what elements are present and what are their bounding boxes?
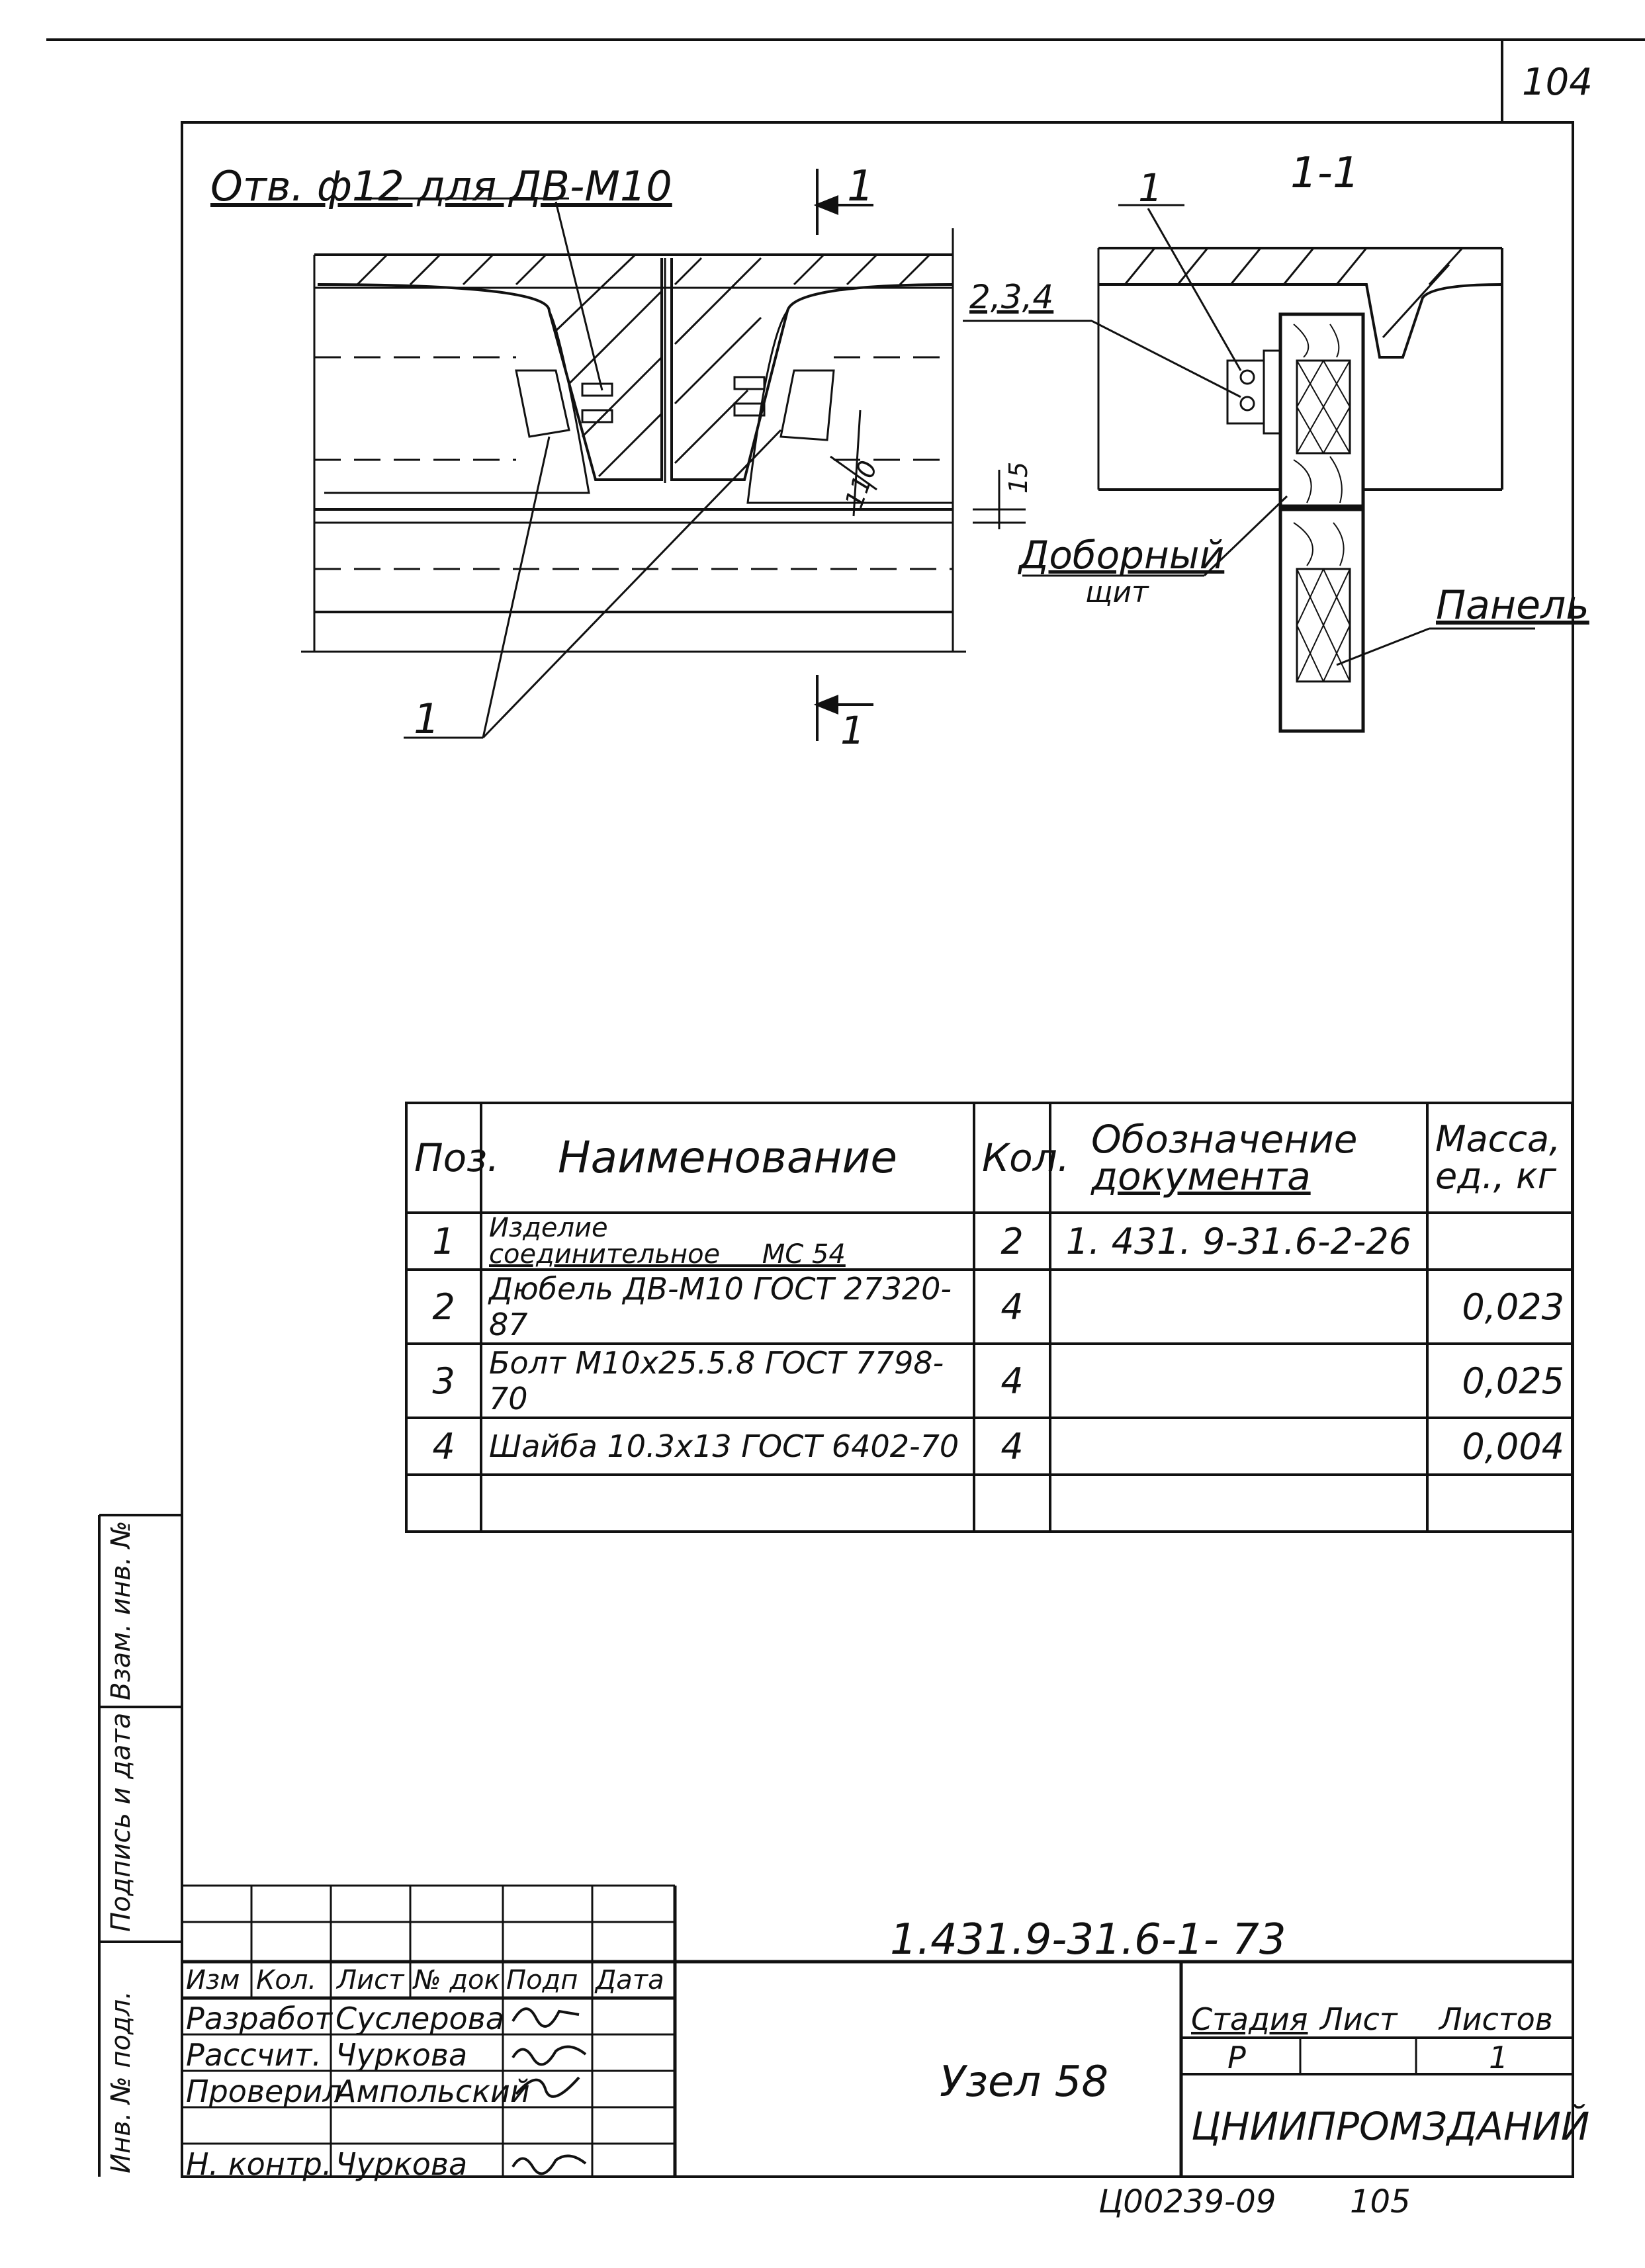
row-name: Шайба 10.3х13 ГОСТ 6402-70 bbox=[480, 1417, 975, 1476]
row-pos: 3 bbox=[405, 1342, 482, 1419]
table-row: 3 Болт М10х25.5.8 ГОСТ 7798-70 4 0,025 bbox=[405, 1342, 1574, 1419]
listov-label: Листов bbox=[1439, 2001, 1553, 2037]
title-block: 1.431.9-31.6-1- 73 Изм Кол. Лист № док П… bbox=[182, 1886, 1589, 2182]
header-podp: Подп bbox=[506, 1965, 578, 1995]
organization: ЦНИИПРОМЗДАНИЙ bbox=[1191, 2104, 1590, 2149]
header-doc-line1: Обозначение bbox=[1091, 1117, 1358, 1162]
header-name-text: Наименование bbox=[558, 1132, 897, 1183]
plan-view bbox=[301, 169, 1026, 741]
row-name: Дюбель ДВ-М10 ГОСТ 27320-87 bbox=[480, 1268, 975, 1345]
header-list: Лист bbox=[337, 1965, 404, 1995]
side-inv-podl: Инв. № подл. bbox=[106, 1991, 136, 2173]
header-doc-line2: документа bbox=[1091, 1154, 1311, 1199]
row-qty: 4 bbox=[973, 1342, 1051, 1419]
table-row: 2 Дюбель ДВ-М10 ГОСТ 27320-87 4 0,023 bbox=[405, 1268, 1574, 1345]
row-mass: 0,023 bbox=[1426, 1268, 1574, 1345]
dim-15: 15 bbox=[1004, 461, 1034, 494]
header-mass: Масса, ед., кг bbox=[1426, 1102, 1574, 1214]
spec-header-row: Поз. Наименование Кол. Обозначение докум… bbox=[405, 1102, 1574, 1214]
header-doc: Обозначение документа bbox=[1049, 1102, 1429, 1214]
row-doc bbox=[1049, 1342, 1429, 1419]
header-name: Наименование bbox=[480, 1102, 975, 1214]
signature-razrab bbox=[511, 2007, 580, 2028]
header-pos: Поз. bbox=[405, 1102, 499, 1214]
label-shchit: щит bbox=[1085, 576, 1149, 609]
callout-1-right: 1 bbox=[1138, 165, 1163, 210]
signature-nkontr bbox=[511, 2154, 587, 2175]
row-doc bbox=[1049, 1417, 1429, 1476]
header-mass-line1: Масса, bbox=[1435, 1118, 1561, 1160]
name-razrab: Суслерова bbox=[335, 2001, 504, 2036]
table-row: 4 Шайба 10.3х13 ГОСТ 6402-70 4 0,004 bbox=[405, 1417, 1574, 1476]
table-row-empty bbox=[405, 1473, 1574, 1533]
section-mark-top: 1 bbox=[847, 162, 874, 211]
header-data: Дата bbox=[596, 1965, 664, 1995]
hole-note: Отв. ф12 для ДВ-М10 bbox=[210, 162, 672, 210]
row-qty: 4 bbox=[973, 1268, 1051, 1345]
row-qty: 4 bbox=[973, 1417, 1051, 1476]
row-pos: 2 bbox=[405, 1268, 482, 1345]
row-qty: 2 bbox=[973, 1211, 1051, 1271]
designation: 1.431.9-31.6-1- 73 bbox=[890, 1915, 1286, 1964]
role-nkontr: Н. контр. bbox=[186, 2146, 332, 2182]
listov-value: 1 bbox=[1489, 2040, 1509, 2075]
row-pos: 1 bbox=[405, 1211, 482, 1271]
header-mass-line2: ед., кг bbox=[1435, 1155, 1557, 1197]
row-pos: 4 bbox=[405, 1417, 482, 1476]
drawing-name: Узел 58 bbox=[940, 2058, 1109, 2107]
row-mass bbox=[1426, 1211, 1574, 1271]
side-podp-data: Подпись и дата bbox=[106, 1712, 136, 1932]
signatures bbox=[511, 2007, 587, 2175]
row-doc bbox=[1049, 1268, 1429, 1345]
row-name: Изделие соединительное МС 54 bbox=[480, 1211, 975, 1271]
role-razrab: Разработ bbox=[186, 2001, 333, 2036]
header-ndok: № док bbox=[414, 1965, 500, 1995]
section-title: 1-1 bbox=[1290, 149, 1360, 198]
header-kol: Кол. bbox=[256, 1965, 317, 1995]
name-rasschit: Чуркова bbox=[335, 2037, 468, 2073]
row-doc: 1. 431. 9-31.6-2-26 bbox=[1049, 1211, 1429, 1271]
row-name-line1: Изделие bbox=[489, 1213, 608, 1243]
title-block-lines bbox=[182, 1884, 1573, 2177]
footer-page: 105 bbox=[1350, 2183, 1411, 2220]
header-qty: Кол. bbox=[973, 1102, 1069, 1214]
inner-frame bbox=[181, 121, 1574, 2178]
section-view bbox=[963, 204, 1535, 733]
archive-code: Ц00239-09 bbox=[1098, 2183, 1276, 2220]
role-proveril: Проверил bbox=[186, 2073, 342, 2109]
signature-proveril bbox=[515, 2076, 580, 2098]
sheet-number: 104 bbox=[1522, 61, 1593, 104]
label-dobornyi: Доборный bbox=[1019, 533, 1225, 578]
section-mark-bottom: 1 bbox=[840, 708, 865, 753]
row-mass: 0,004 bbox=[1426, 1417, 1574, 1476]
row-name: Болт М10х25.5.8 ГОСТ 7798-70 bbox=[480, 1342, 975, 1419]
list-label: Лист bbox=[1320, 2001, 1398, 2037]
specification-table: Поз. Наименование Кол. Обозначение докум… bbox=[405, 1102, 1574, 1533]
row-name-line2: соединительное МС 54 bbox=[489, 1239, 846, 1270]
row-mass: 0,025 bbox=[1426, 1342, 1574, 1419]
name-nkontr: Чуркова bbox=[335, 2146, 468, 2182]
callout-1-left: 1 bbox=[414, 695, 440, 743]
side-vzam-inv: Взам. инв. № bbox=[106, 1520, 136, 1700]
header-izm: Изм bbox=[186, 1965, 240, 1995]
signature-rasschit bbox=[511, 2045, 587, 2066]
stadia-label: Стадия bbox=[1191, 2001, 1308, 2037]
callout-234: 2,3,4 bbox=[969, 278, 1054, 316]
name-proveril: Ампольский bbox=[335, 2073, 530, 2109]
label-panel: Панель bbox=[1436, 582, 1589, 629]
role-rasschit: Рассчит. bbox=[186, 2037, 322, 2073]
stadia-value: Р bbox=[1227, 2040, 1246, 2075]
table-row: 1 Изделие соединительное МС 54 2 1. 431.… bbox=[405, 1211, 1574, 1271]
